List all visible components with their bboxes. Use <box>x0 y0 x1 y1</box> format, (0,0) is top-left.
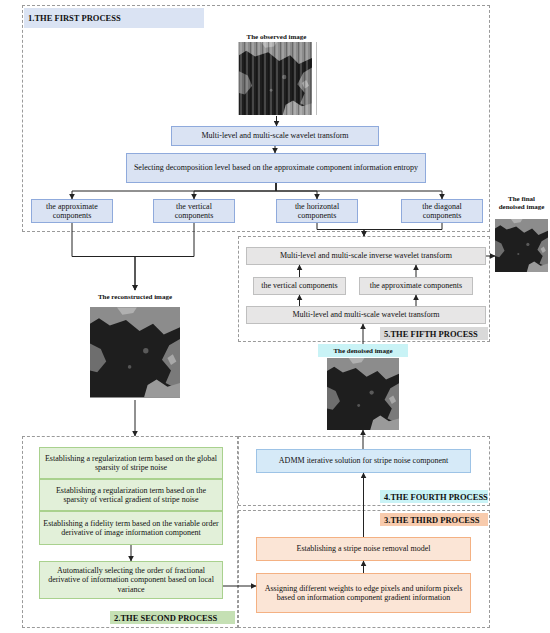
process-box: the vertical components <box>153 199 235 223</box>
flow-arrow <box>276 116 277 126</box>
flow-arrow <box>416 265 417 277</box>
process-box: Selecting decomposition level based on t… <box>126 153 426 183</box>
process-group: The observed imageMulti-level and multi-… <box>22 5 490 232</box>
denoised-satellite-image <box>327 358 399 430</box>
image-panel: The observed image <box>234 31 319 116</box>
flow-arrow <box>364 223 442 236</box>
process-box: the diagonal components <box>401 199 483 223</box>
box-label: the vertical components <box>261 281 337 291</box>
box-label: Multi-level and multi-scale wavelet tran… <box>292 310 439 320</box>
flow-arrow <box>363 561 364 573</box>
image-panel: The reconstructed image <box>90 290 180 400</box>
box-label: Multi-level and multi-scale wavelet tran… <box>201 131 348 141</box>
flow-arrow <box>416 295 417 306</box>
flow-arrow <box>135 400 136 436</box>
process-title: 1.THE FIRST PROCESS <box>24 8 204 28</box>
reconstructed-satellite-image <box>90 308 180 398</box>
process-group: Multi-level and multi-scale inverse wave… <box>238 236 490 342</box>
process-box: Establishing a regularization term based… <box>39 447 223 479</box>
box-label: Establishing a fidelity term based on th… <box>43 519 219 538</box>
flow-arrow <box>299 265 300 277</box>
process-box: Multi-level and multi-scale wavelet tran… <box>246 306 486 324</box>
image-panel: The final denoised image <box>495 190 548 275</box>
process-title: 2.THE SECOND PROCESS <box>110 611 235 624</box>
process-box: the approximate components <box>359 277 473 295</box>
process-title: 5.THE FIFTH PROCESS <box>380 327 488 340</box>
flow-arrow <box>72 223 135 290</box>
flow-arrow <box>363 473 364 537</box>
process-box: Automatically selecting the order of fra… <box>39 561 223 599</box>
process-group: Establishing a stripe noise removal mode… <box>238 510 490 628</box>
process-box: Establishing a fidelity term based on th… <box>39 511 223 545</box>
process-box: Establishing a stripe noise removal mode… <box>256 537 471 561</box>
process-box: the vertical components <box>253 277 346 295</box>
flow-arrow <box>194 183 276 199</box>
flow-arrow <box>276 183 442 199</box>
box-label: the approximate components <box>370 281 462 291</box>
flow-arrow <box>276 183 317 199</box>
observed-satellite-image <box>233 42 318 115</box>
flow-arrow <box>363 324 364 344</box>
flow-arrow <box>223 586 256 587</box>
process-box: the approximate components <box>31 199 113 223</box>
box-label: Selecting decomposition level based on t… <box>134 163 418 173</box>
box-label: the diagonal components <box>405 202 479 221</box>
box-label: Establishing a regularization term based… <box>43 486 219 505</box>
process-title: 4.THE FOURTH PROCESS <box>380 490 488 503</box>
box-label: Automatically selecting the order of fra… <box>43 566 219 595</box>
process-title: 3.THE THIRD PROCESS <box>380 513 488 526</box>
final-satellite-image <box>495 219 548 272</box>
box-label: the approximate components <box>35 202 109 221</box>
flow-arrow <box>275 146 276 153</box>
box-label: Multi-level and multi-scale inverse wave… <box>280 251 452 261</box>
box-label: Establishing a stripe noise removal mode… <box>297 544 431 554</box>
box-label: the horizontal components <box>280 202 354 221</box>
flow-arrow <box>135 223 194 290</box>
process-box: Establishing a regularization term based… <box>39 479 223 511</box>
process-box: the horizontal components <box>276 199 358 223</box>
box-label: ADMM iterative solution for stripe noise… <box>279 456 448 466</box>
process-box: Multi-level and multi-scale wavelet tran… <box>171 126 379 146</box>
image-caption: The denoised image <box>318 344 408 357</box>
image-caption: The reconstructed image <box>90 290 180 304</box>
process-box: Multi-level and multi-scale inverse wave… <box>246 247 486 265</box>
flow-arrow <box>317 223 364 236</box>
image-caption: The final denoised image <box>495 190 548 216</box>
flow-arrow <box>363 430 364 449</box>
box-label: Assigning different weights to edge pixe… <box>260 584 467 603</box>
image-caption: The observed image <box>234 31 319 43</box>
process-box: ADMM iterative solution for stripe noise… <box>256 449 471 473</box>
process-group: ADMM iterative solution for stripe noise… <box>238 436 490 506</box>
process-group: Establishing a regularization term based… <box>22 436 238 628</box>
image-panel: The denoised image <box>318 344 408 430</box>
flow-arrow <box>72 183 276 199</box>
box-label: the vertical components <box>157 202 231 221</box>
flow-arrow <box>486 256 495 257</box>
flow-arrow <box>131 545 132 561</box>
process-box: Assigning different weights to edge pixe… <box>256 573 471 613</box>
box-label: Establishing a regularization term based… <box>43 454 219 473</box>
flow-arrow <box>299 295 300 306</box>
